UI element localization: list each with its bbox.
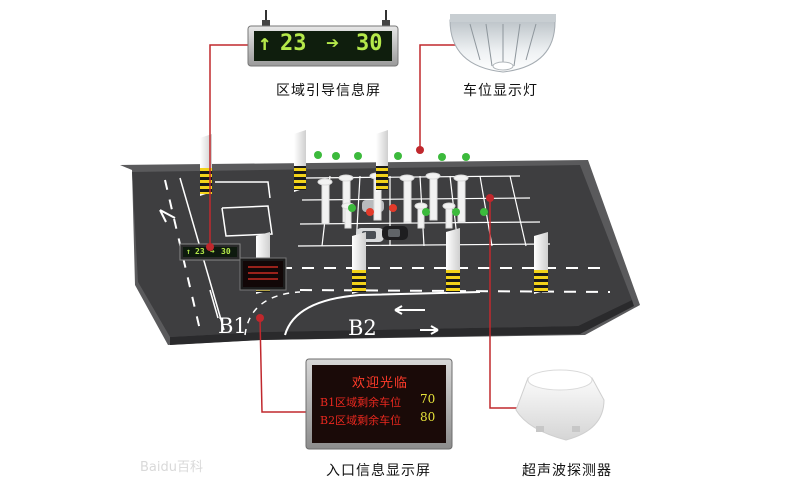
pillar bbox=[534, 232, 548, 294]
ceiling-indicator-light bbox=[449, 14, 556, 73]
entrance-info-screen bbox=[305, 358, 453, 450]
floor-entrance-screen bbox=[239, 257, 287, 291]
guidance-right-arrow-icon: ➔ bbox=[326, 31, 340, 56]
pillar bbox=[376, 130, 388, 192]
ultrasonic-detector bbox=[515, 369, 605, 441]
guidance-led-sign bbox=[247, 10, 399, 67]
floor-sign-up-arrow-icon: ↑ bbox=[186, 247, 191, 256]
floor-label-b1: B1 bbox=[218, 314, 247, 338]
entrance-screen-title: 欢迎光临 bbox=[352, 376, 409, 391]
floor-sign-right-arrow-icon: ➔ bbox=[210, 247, 215, 256]
caption-indicator-light: 车位显示灯 bbox=[463, 83, 538, 99]
entrance-row-b1-value: 70 bbox=[420, 392, 436, 406]
entrance-row-b2-value: 80 bbox=[420, 410, 436, 424]
callout-lines bbox=[209, 44, 522, 413]
pillar bbox=[294, 130, 306, 192]
baidu-watermark: Baidu百科 bbox=[140, 460, 203, 475]
guidance-up-arrow-icon: ↑ bbox=[258, 31, 272, 56]
floor-sign-left-count: 23 bbox=[195, 247, 205, 256]
caption-guidance-screen: 区域引导信息屏 bbox=[276, 83, 381, 99]
floor-label-b2: B2 bbox=[348, 316, 377, 340]
caption-ultrasonic-detector: 超声波探测器 bbox=[522, 463, 612, 479]
floor-sign-right-count: 30 bbox=[221, 247, 231, 256]
parked-car-2 bbox=[382, 226, 408, 240]
guidance-left-count: 23 bbox=[280, 31, 307, 56]
pillar bbox=[200, 134, 212, 196]
callout-dots bbox=[206, 146, 494, 322]
entrance-row-b2-label: B2区域剩余车位 bbox=[320, 414, 402, 427]
bay-indicator-lights bbox=[314, 151, 488, 216]
pillar bbox=[446, 228, 460, 294]
pillar bbox=[352, 232, 366, 294]
guidance-right-count: 30 bbox=[356, 31, 383, 56]
caption-entrance-screen: 入口信息显示屏 bbox=[326, 463, 431, 479]
entrance-row-b1-label: B1区域剩余车位 bbox=[320, 396, 402, 409]
